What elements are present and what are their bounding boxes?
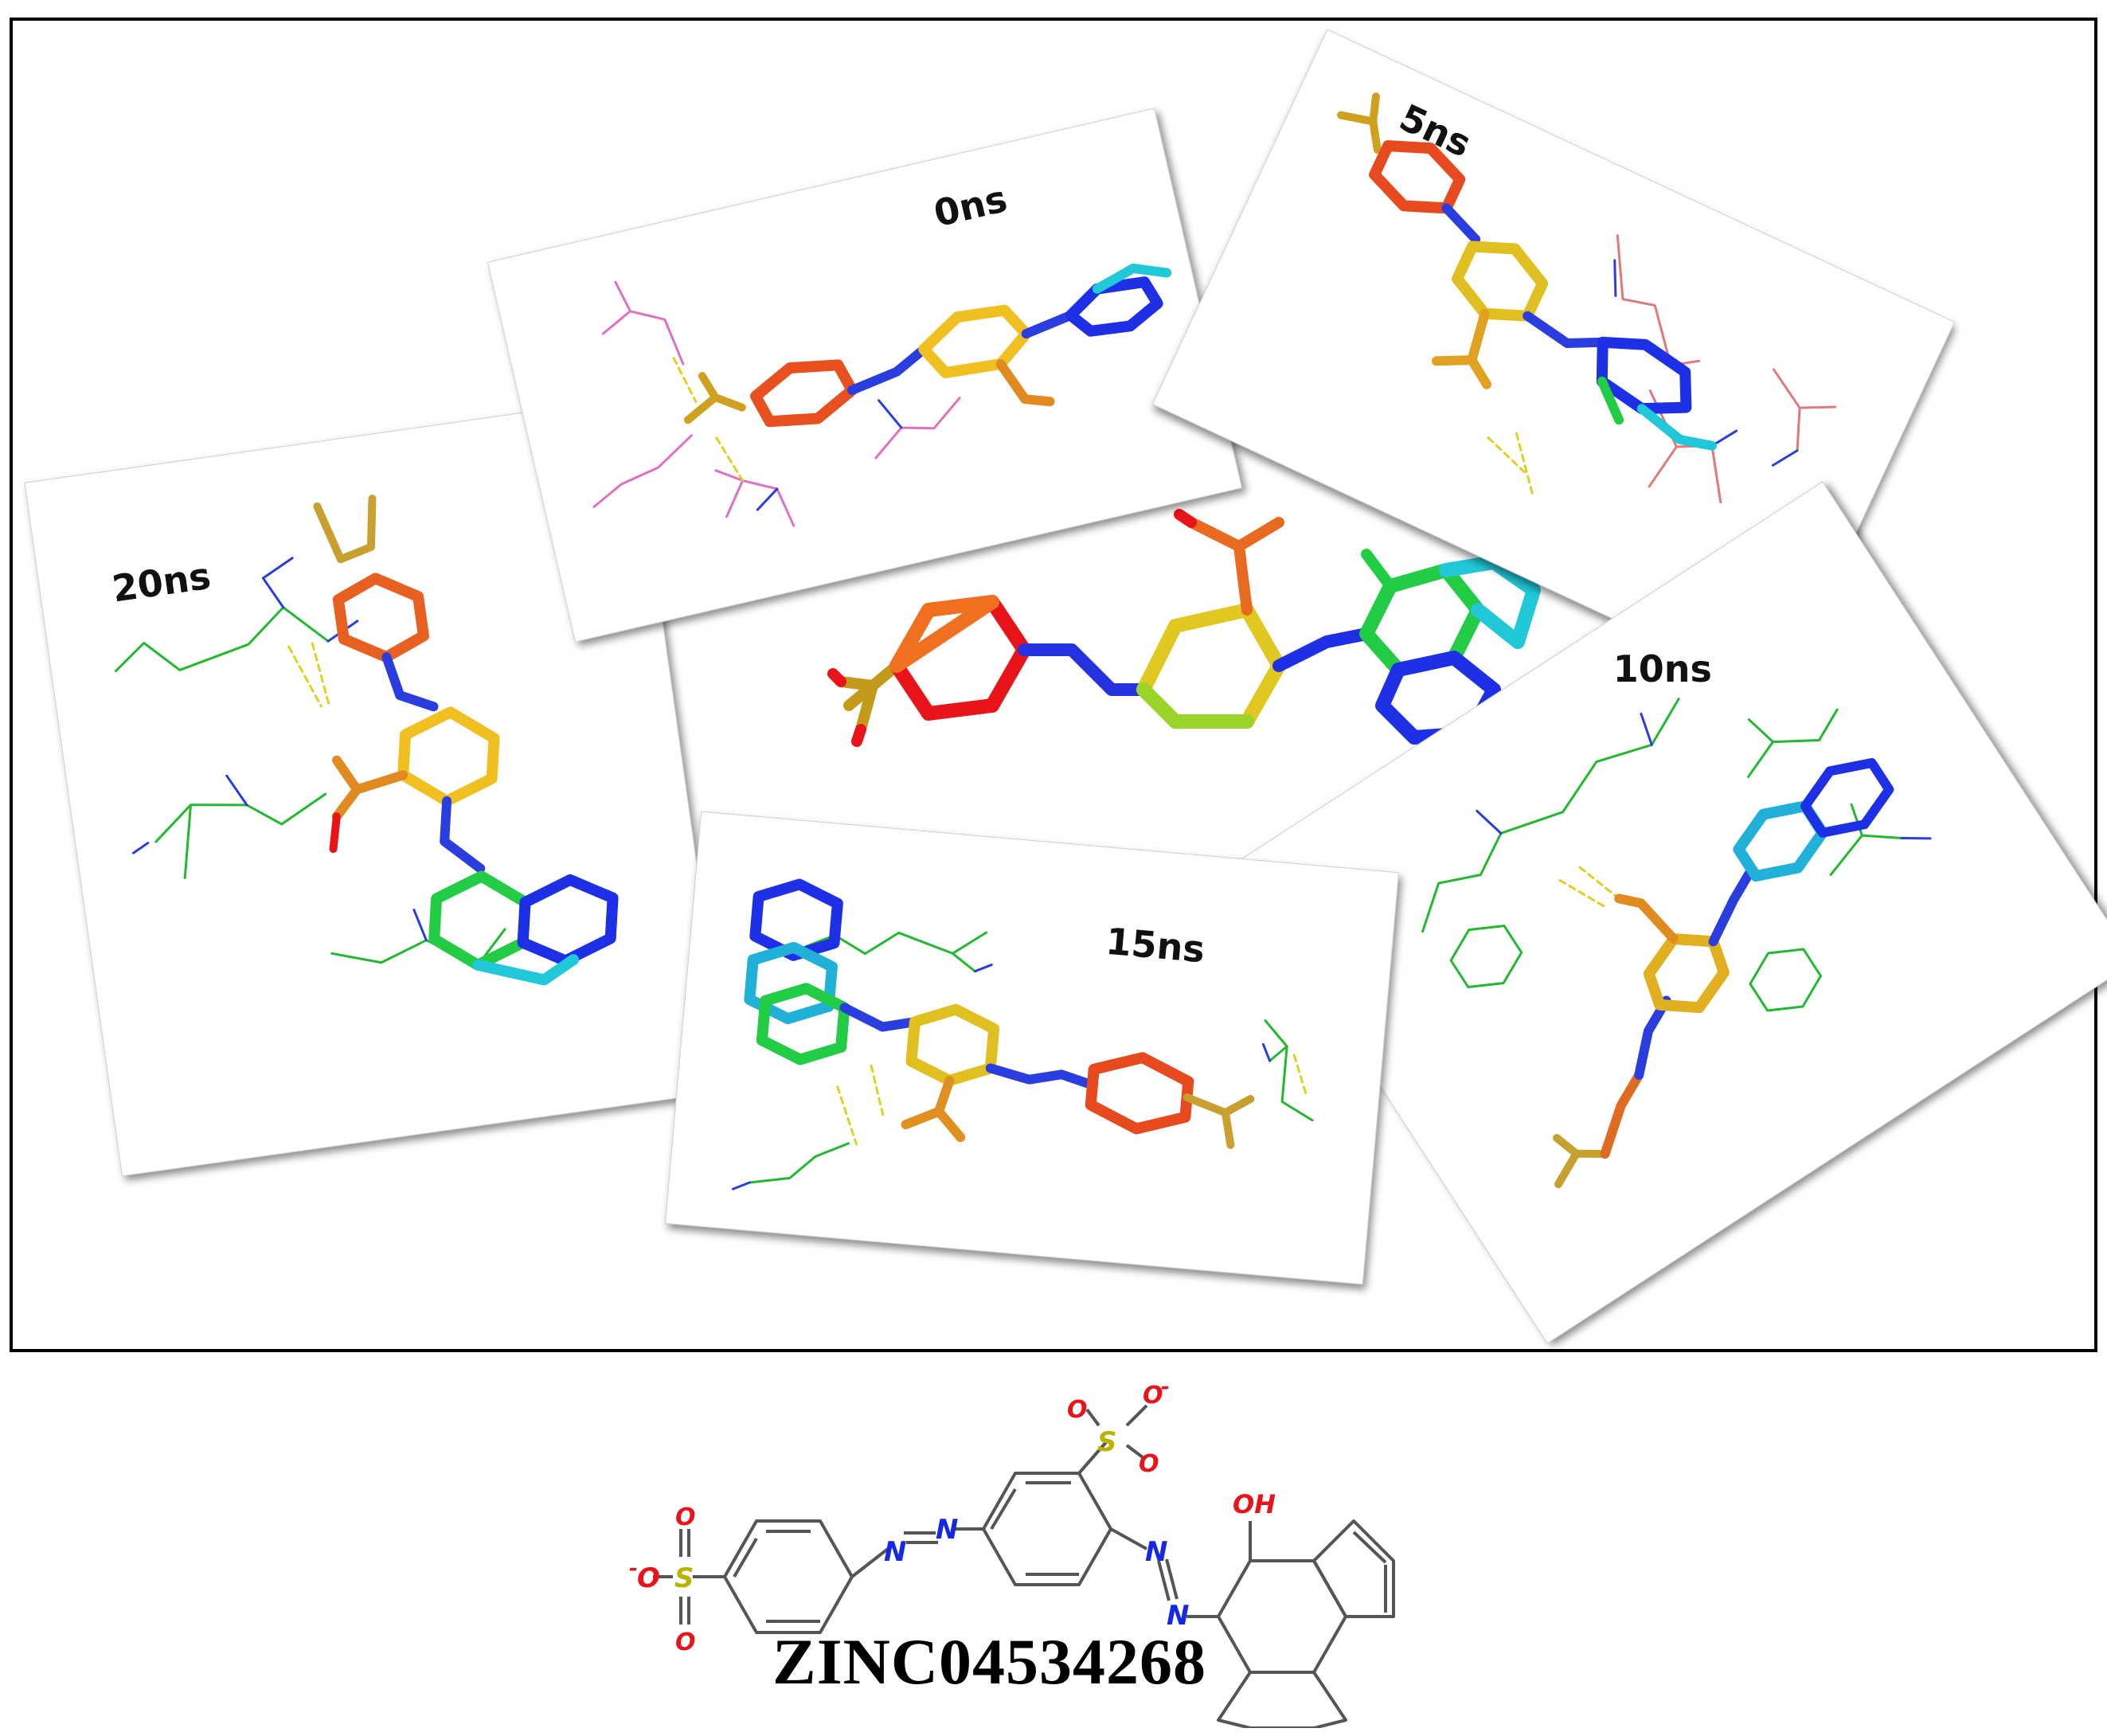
atom-o-left-bottom: O [675,1628,696,1656]
trajectory-snapshots-frame: 20ns 0ns [10,18,2107,1352]
panel-10ns-model [1421,698,1932,1189]
atom-o-top-bottom: O [1139,1450,1159,1478]
panel-15ns-model [732,878,1314,1191]
atom-n-azo2-b: N [1167,1600,1189,1632]
panel-10ns: 10ns [1234,481,2107,1344]
atom-o-top-right: O [1143,1382,1163,1410]
panel-0ns: 0ns [487,108,1243,643]
panel-20ns: 20ns [24,397,729,1177]
panel-5ns: 5ns [1151,29,1956,698]
atom-s-left: S [674,1562,694,1594]
atom-minus-top: - [1161,1375,1170,1399]
atom-n-azo1-a: N [884,1536,906,1568]
atom-o-left-top: O [675,1503,696,1531]
panel-15ns: 15ns [665,811,1399,1285]
atom-minus-left: - [629,1557,638,1581]
panel-15ns-label: 15ns [1104,919,1207,972]
panel-5ns-model [1337,92,1837,504]
atom-s-top: S [1097,1426,1117,1458]
panel-20ns-model [114,495,619,986]
chemical-structure-2d: O - S O O N N S O O - O N N OH [629,1375,1395,1728]
atom-o-minus-left: O [637,1562,660,1594]
panel-0ns-model [592,264,1172,527]
atom-o-top-left: O [1067,1396,1088,1424]
compound-name: ZINC04534268 [772,1625,1207,1698]
atom-n-azo1-b: N [936,1514,958,1546]
atom-oh: OH [1233,1489,1276,1519]
atom-n-azo2-a: N [1145,1536,1167,1568]
panel-10ns-label: 10ns [1612,647,1712,690]
